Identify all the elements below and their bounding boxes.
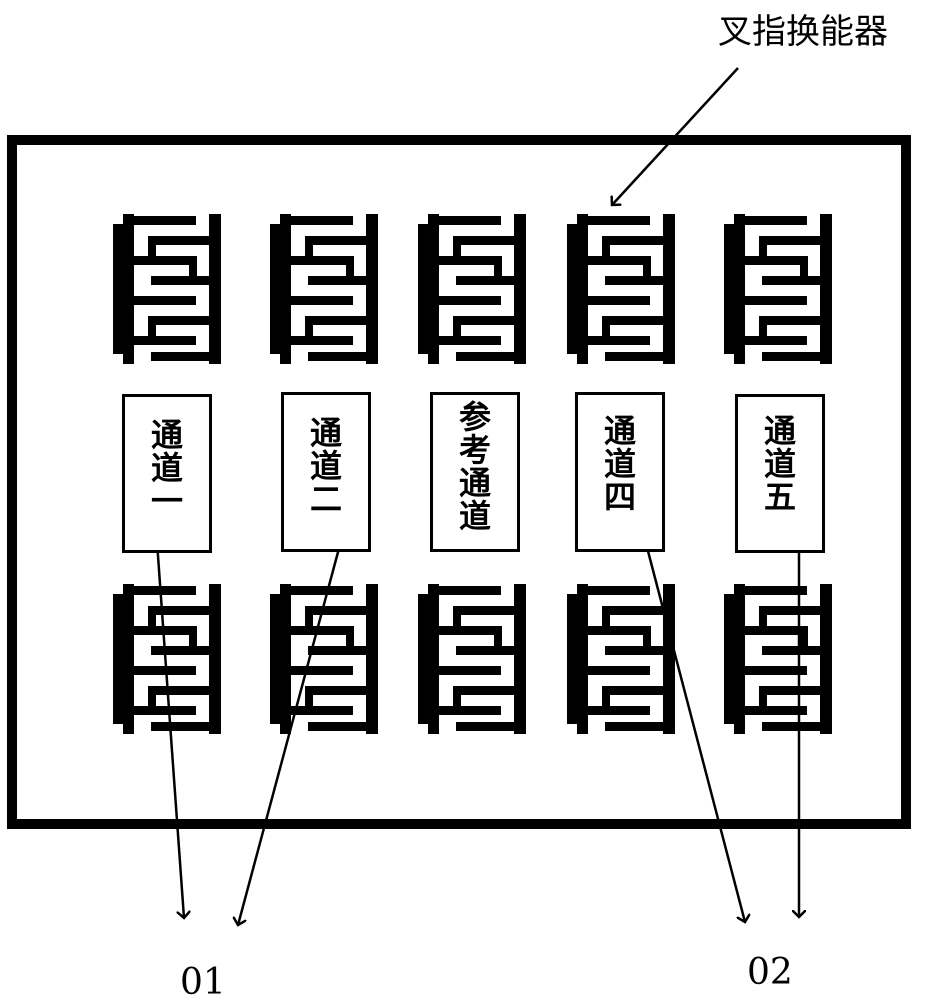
channel-char: 参 [458,398,491,436]
channel-char: 道 [763,445,796,483]
idt-label: 叉指换能器 [718,12,888,52]
output-arrow-channel-2 [238,525,347,925]
idt-electrode-bottom-2 [270,584,378,734]
channel-box-reference: 参 考 通 道 [430,392,520,552]
output-label-02: 02 [747,952,793,993]
channel-char: 通 [150,416,183,454]
channel-char: 五 [763,478,796,516]
channel-box-2: 通 道 二 [281,392,371,552]
channel-char: 道 [603,445,636,483]
channel-char: 考 [458,431,491,469]
output-arrow-channel-4 [641,531,745,922]
channel-char: 通 [458,464,491,502]
idt-electrode-top-1 [113,214,221,364]
channel-char: 通 [763,412,796,450]
idt-electrode-bottom-5 [724,584,832,734]
channel-char: 四 [603,478,636,516]
output-label-01: 01 [180,962,226,1003]
idt-electrode-top-5 [724,214,832,364]
channel-box-5: 通 道 五 [735,394,825,553]
channel-char: 道 [309,447,342,485]
channel-box-1: 通 道 一 [122,394,212,553]
channel-char: 道 [150,449,183,487]
channel-char: 道 [458,497,491,535]
channel-char: 通 [603,412,636,450]
channel-box-4: 通 道 四 [575,392,665,552]
channel-char: 通 [309,414,342,452]
channel-char: 二 [309,480,342,518]
idt-electrode-top-2 [270,214,378,364]
transducer-group [113,214,832,734]
transducer-pointer-arrow [612,67,739,205]
idt-electrode-bottom-4 [567,584,675,734]
chip-frame [7,135,911,829]
idt-electrode-bottom-1 [113,584,221,734]
idt-electrode-bottom-3 [418,584,526,734]
idt-electrode-top-3 [418,214,526,364]
channel-char: 一 [150,482,183,520]
output-arrow-channel-1 [154,527,184,918]
idt-electrode-top-4 [567,214,675,364]
